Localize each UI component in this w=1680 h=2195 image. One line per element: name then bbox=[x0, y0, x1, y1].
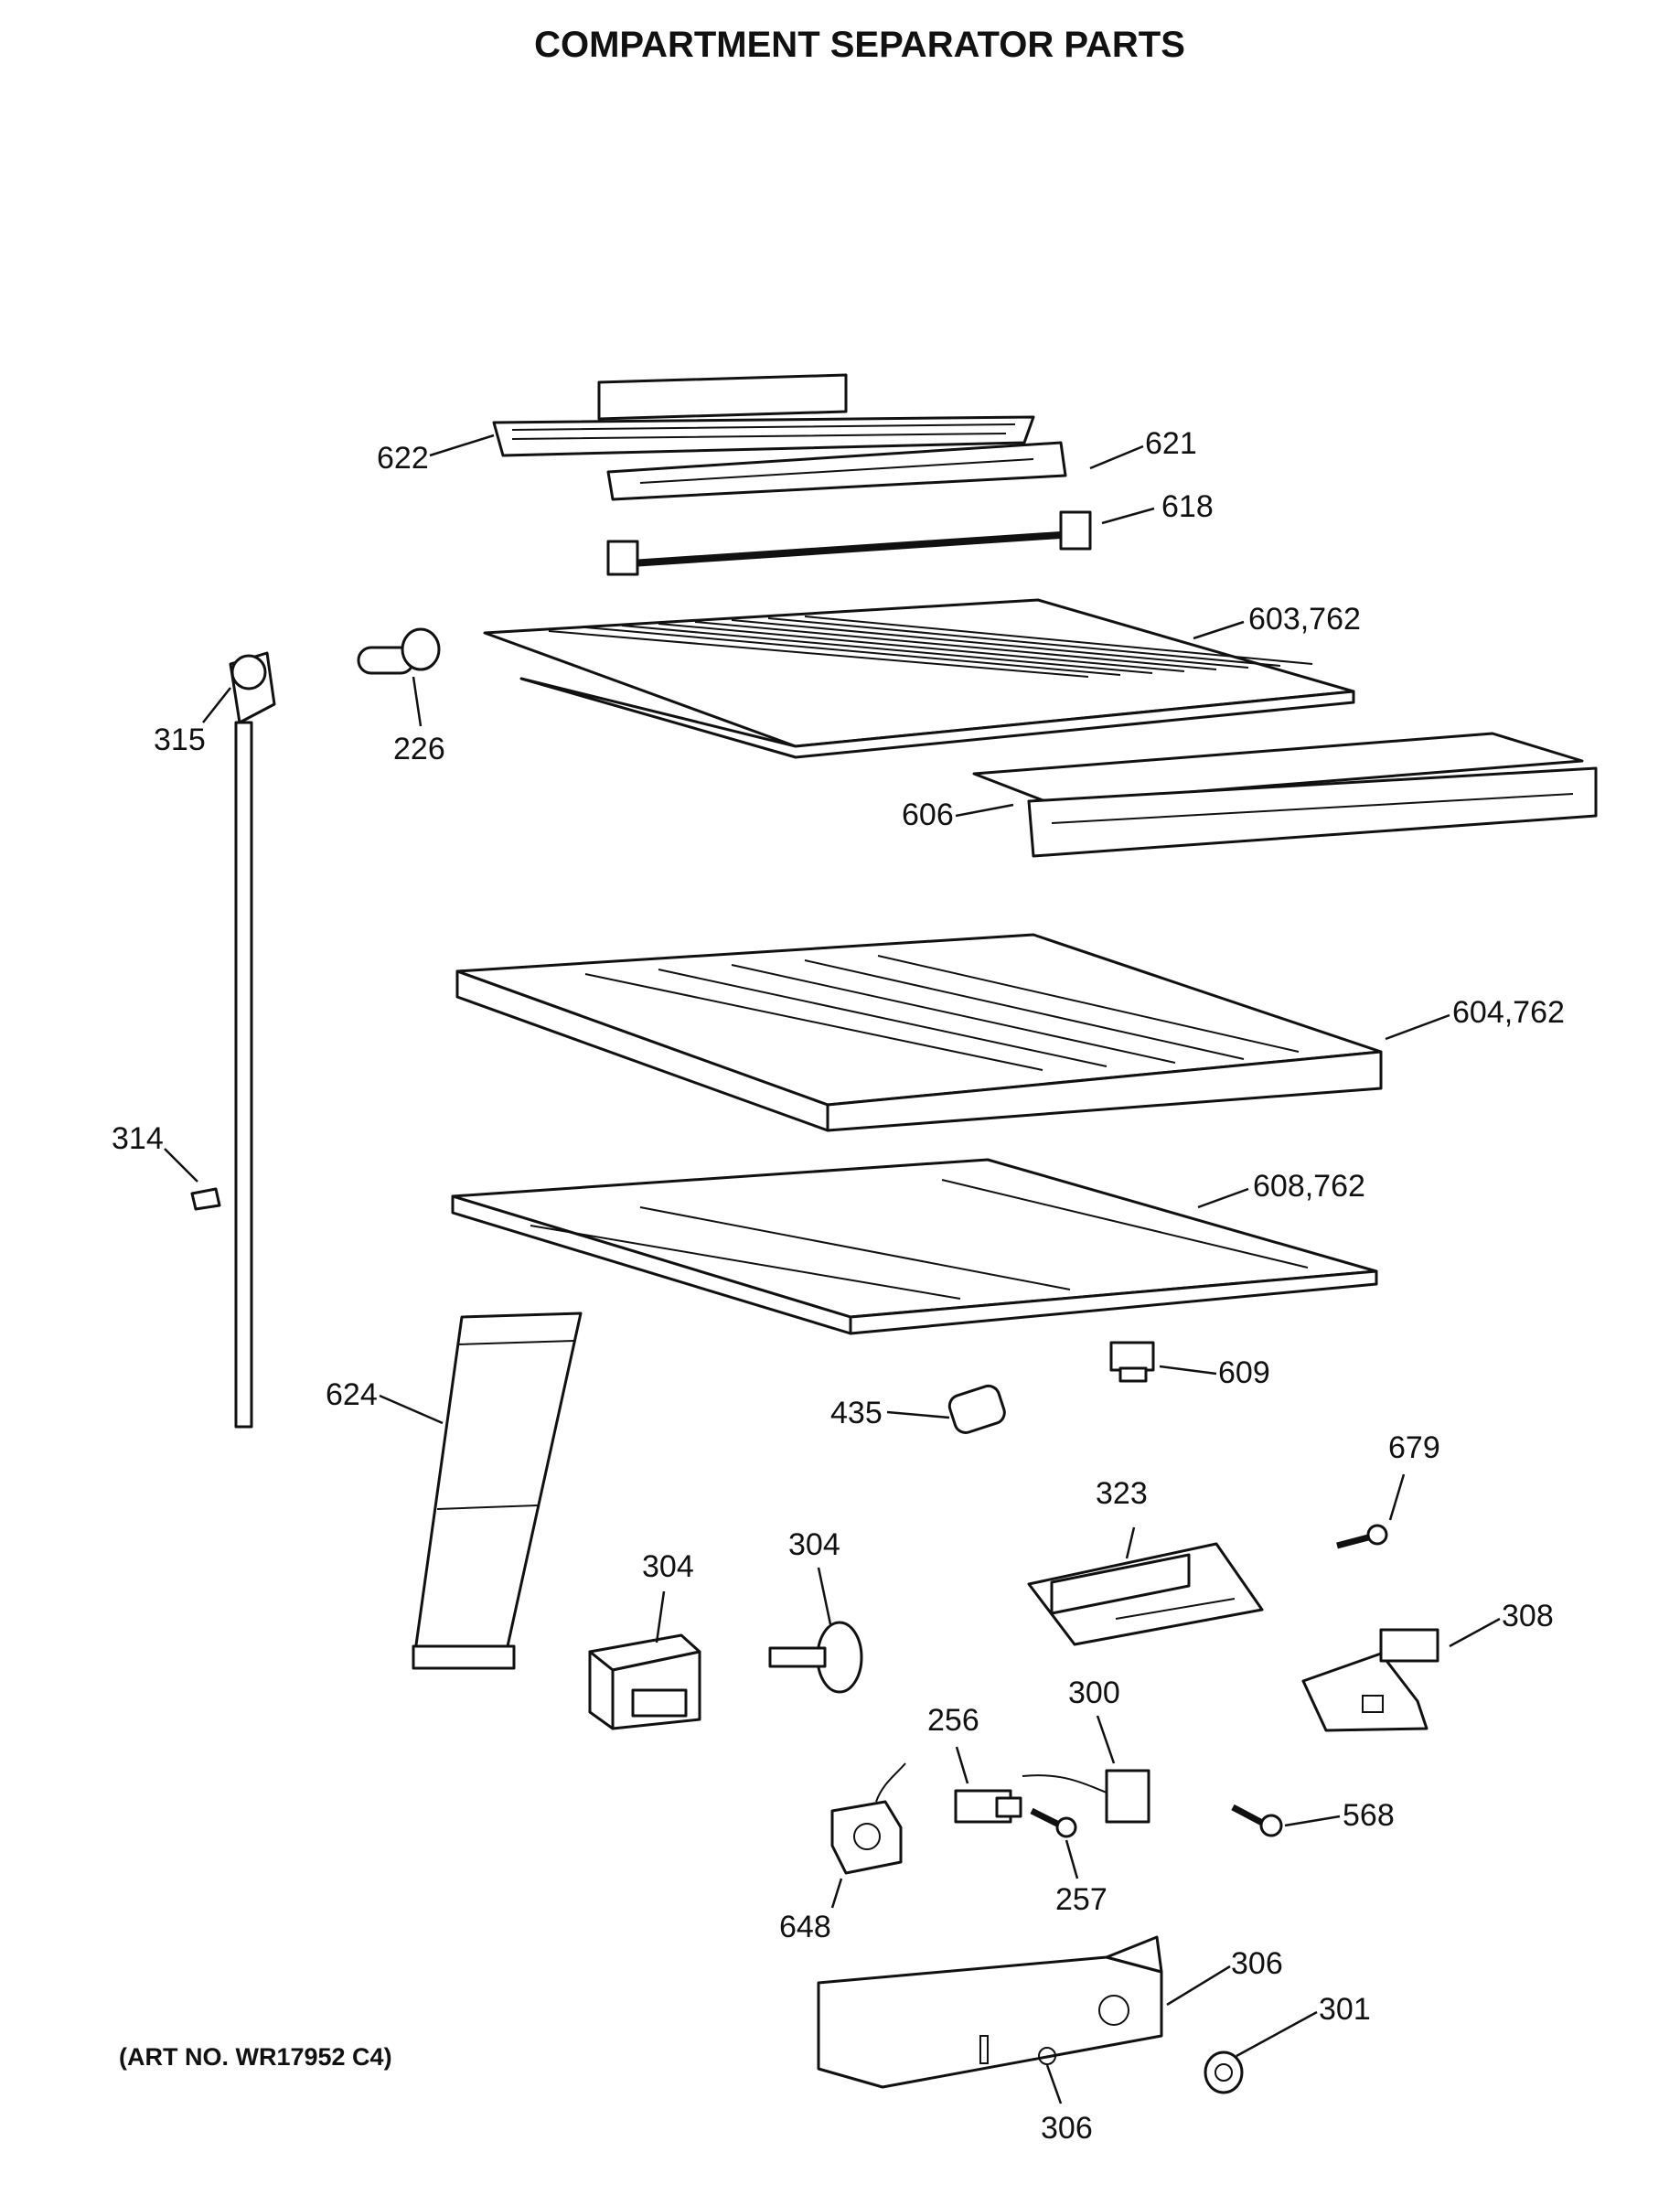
part-435-knob bbox=[947, 1384, 1006, 1434]
label-304-right: 304 bbox=[788, 1527, 840, 1562]
label-622: 622 bbox=[377, 441, 429, 476]
part-648-motor bbox=[830, 1762, 906, 1875]
label-435: 435 bbox=[830, 1396, 883, 1430]
label-323: 323 bbox=[1096, 1476, 1148, 1511]
label-608-762: 608,762 bbox=[1253, 1169, 1365, 1204]
label-679: 679 bbox=[1388, 1430, 1440, 1465]
label-618: 618 bbox=[1161, 489, 1214, 524]
label-308: 308 bbox=[1502, 1599, 1554, 1633]
label-648: 648 bbox=[779, 1910, 831, 1944]
part-308-plate bbox=[1301, 1628, 1439, 1732]
part-304-housing bbox=[588, 1633, 701, 1730]
part-257-screw bbox=[1030, 1807, 1077, 1838]
part-603-shelf bbox=[483, 598, 1355, 759]
part-314-rod bbox=[190, 721, 253, 1429]
label-315: 315 bbox=[154, 723, 206, 757]
label-603-762: 603,762 bbox=[1248, 602, 1361, 637]
label-301: 301 bbox=[1319, 1992, 1371, 2027]
label-568: 568 bbox=[1343, 1798, 1395, 1833]
label-306-top: 306 bbox=[1231, 1946, 1283, 1981]
part-226-knob bbox=[357, 627, 441, 675]
part-679-screw bbox=[1336, 1524, 1388, 1549]
part-315-bracket bbox=[229, 651, 276, 724]
part-621-rail bbox=[606, 441, 1067, 501]
part-256-switch bbox=[954, 1789, 1022, 1824]
diagram-title: COMPARTMENT SEPARATOR PARTS bbox=[534, 25, 1185, 65]
part-604-separator bbox=[455, 933, 1383, 1132]
part-609-clip bbox=[1109, 1341, 1155, 1383]
part-300-sensor bbox=[1022, 1769, 1150, 1824]
label-604-762: 604,762 bbox=[1452, 995, 1565, 1030]
part-323-bracket bbox=[1027, 1542, 1264, 1646]
part-306-housing bbox=[817, 1935, 1163, 2089]
label-609: 609 bbox=[1218, 1355, 1270, 1390]
label-257: 257 bbox=[1055, 1882, 1108, 1917]
label-621: 621 bbox=[1145, 426, 1197, 461]
label-624: 624 bbox=[326, 1377, 378, 1412]
part-608-separator bbox=[451, 1158, 1378, 1335]
label-226: 226 bbox=[393, 732, 445, 766]
part-618-rod bbox=[606, 510, 1092, 576]
part-568-screw bbox=[1231, 1804, 1283, 1837]
label-314: 314 bbox=[112, 1121, 164, 1156]
art-number: (ART NO. WR17952 C4) bbox=[119, 2043, 392, 2071]
label-256: 256 bbox=[927, 1703, 979, 1738]
part-606-strip bbox=[972, 732, 1598, 858]
label-606: 606 bbox=[902, 798, 954, 832]
part-301-knob bbox=[1204, 2050, 1244, 2094]
label-306-bottom: 306 bbox=[1041, 2111, 1093, 2146]
part-622-cover bbox=[492, 373, 1035, 457]
part-624-panel bbox=[412, 1312, 583, 1670]
label-304-left: 304 bbox=[642, 1549, 694, 1584]
label-300: 300 bbox=[1068, 1676, 1120, 1710]
part-304-dial bbox=[768, 1621, 863, 1694]
